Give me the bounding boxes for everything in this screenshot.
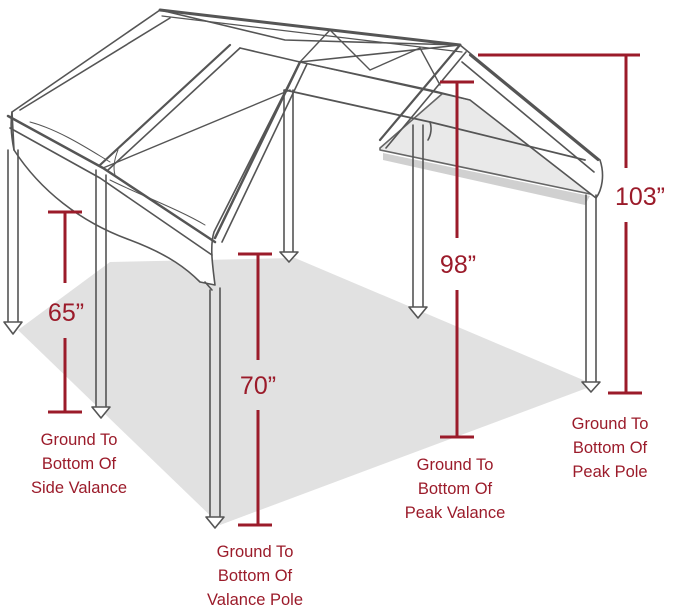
caption-line: Ground To <box>416 456 494 474</box>
caption-line: Ground To <box>571 415 649 433</box>
caption-line: Side Valance <box>30 479 127 497</box>
dim-peak-pole <box>478 53 642 395</box>
caption-peak-valance: Ground To Bottom Of Peak Valance <box>380 453 530 525</box>
dim-peak-valance <box>440 80 474 439</box>
front-eave <box>10 111 15 151</box>
caption-valance-pole: Ground To Bottom Of Valance Pole <box>180 540 330 612</box>
caption-line: Ground To <box>216 543 294 561</box>
ground-shadow <box>18 258 595 525</box>
caption-line: Bottom Of <box>417 480 493 498</box>
caption-line: Bottom Of <box>572 439 648 457</box>
caption-peak-pole: Ground To Bottom Of Peak Pole <box>545 412 675 484</box>
caption-line: Bottom Of <box>41 455 117 473</box>
dim-side-valance-value: 65” <box>48 299 84 327</box>
leg-back-left <box>283 89 294 256</box>
caption-side-valance: Ground To Bottom Of Side Valance <box>4 428 154 500</box>
dimension-lines <box>48 53 642 527</box>
canopy-frame <box>3 8 604 529</box>
caption-line: Ground To <box>40 431 118 449</box>
dim-side-valance <box>48 210 82 414</box>
leg-back-right <box>585 194 597 386</box>
dim-valance-pole-value: 70” <box>240 372 276 400</box>
ridge-pole <box>158 8 462 47</box>
caption-line: Valance Pole <box>206 591 303 609</box>
dim-valance-pole <box>238 252 272 527</box>
caption-line: Bottom Of <box>217 567 293 585</box>
dim-peak-pole-value: 103” <box>615 183 665 211</box>
leg-front-left <box>7 149 19 326</box>
leg-mid-left <box>95 169 107 411</box>
caption-line: Peak Valance <box>404 504 506 522</box>
leg-front-right <box>209 287 221 521</box>
roof-left-slope <box>11 9 471 286</box>
leg-back-mid <box>412 124 424 311</box>
caption-line: Peak Pole <box>572 463 648 481</box>
dim-peak-valance-value: 98” <box>440 251 476 279</box>
